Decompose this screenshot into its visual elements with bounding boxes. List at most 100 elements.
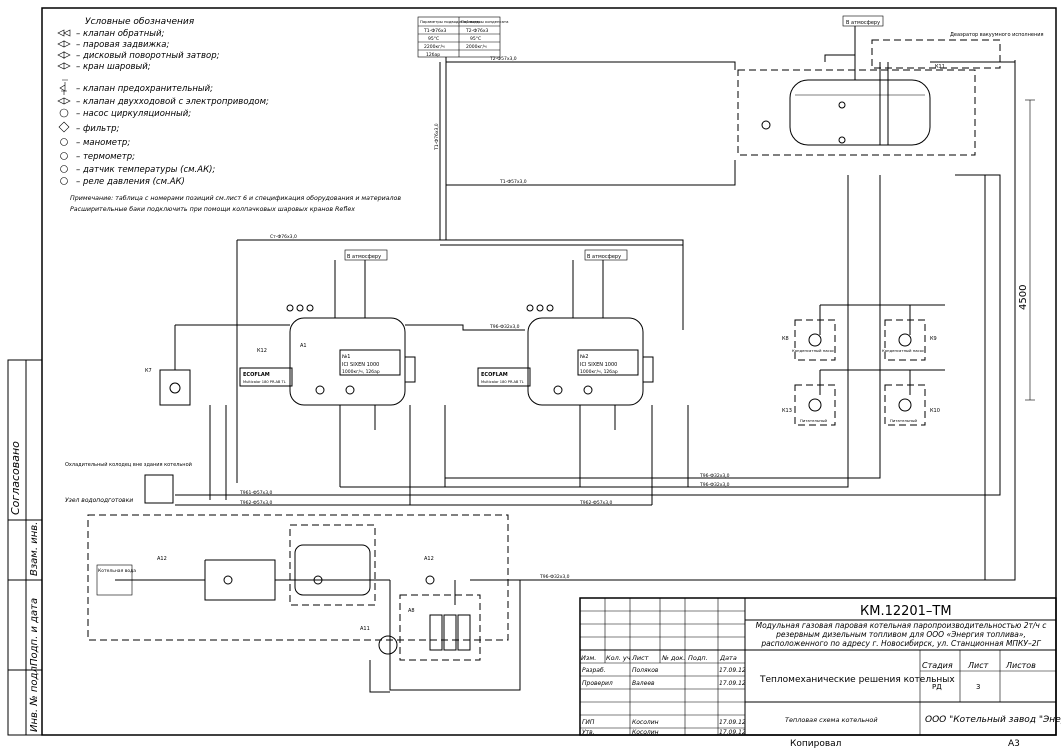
pump-label: Конденсатный насос xyxy=(882,348,924,353)
utv-role: Утв. xyxy=(582,729,595,736)
pipe-label: Т96-Ф32х3,0 xyxy=(539,574,570,580)
list-value: 3 xyxy=(976,683,980,691)
tag: К11 xyxy=(935,64,945,70)
pipe-label: Т2-Ф57х3,0 xyxy=(489,56,517,62)
razrab-role: Разраб. xyxy=(582,667,606,674)
param-cell: 95°С xyxy=(428,36,439,42)
pipe-label: Т1-Ф57х3,0 xyxy=(499,179,527,185)
pressure-relay-icon xyxy=(60,177,68,185)
prover-name: Валеев xyxy=(632,680,655,687)
tag: К13 xyxy=(782,408,792,414)
legend-item: – фильтр; xyxy=(76,124,120,134)
hdr-dok: № док. xyxy=(661,654,685,662)
boiler-num: №2 xyxy=(580,354,588,360)
atm-label: В атмосферу xyxy=(587,254,621,260)
hdr-izm: Изм. xyxy=(581,654,596,662)
hdr-kol: Кол. уч xyxy=(606,654,631,662)
boiler-model: ICI SIXEN 1000 xyxy=(580,362,617,368)
tag: А11 xyxy=(360,626,370,632)
hdr-data: Дата xyxy=(719,654,737,662)
pipe-label: Т1-Ф76х3,0 xyxy=(434,123,440,151)
dimension-label: 4500 xyxy=(1018,285,1029,310)
manometer-icon xyxy=(60,138,68,146)
side-stamp: Согласовано Взам. инв. Подп. и дата Инв.… xyxy=(7,359,43,736)
pipe-label: Т96-Ф32х3,0 xyxy=(699,482,730,488)
burner-brand: ECOFLAM xyxy=(243,372,270,378)
param-cell: Т1-Ф76х3 xyxy=(423,28,446,34)
treatment-label: Узел водоподготовки xyxy=(65,497,133,504)
burner-brand: ECOFLAM xyxy=(481,372,508,378)
legend-item: – реле давления (см.АК) xyxy=(76,177,185,187)
tag: К9 xyxy=(930,336,937,342)
tag: К8 xyxy=(782,336,789,342)
filter-icon xyxy=(58,121,70,133)
pipe-label: Ст-Ф76х3,0 xyxy=(270,234,297,240)
boiler-model: ICI SIXEN 1000 xyxy=(342,362,379,368)
stadiya-value: РД xyxy=(932,683,942,691)
check-valve-icon xyxy=(57,29,71,37)
listov-header: Листов xyxy=(1005,661,1036,670)
pipe-label: Т962-Ф57х3,0 xyxy=(239,500,273,506)
legend-title: Условные обозначения xyxy=(85,17,195,27)
hdr-list: Лист xyxy=(631,654,649,662)
tag: К10 xyxy=(930,408,940,414)
gip-name: Косолин xyxy=(632,719,659,726)
drawing-code: КМ.12201–ТМ xyxy=(860,604,952,619)
legend-note: Примечание: таблица с номерами позиций с… xyxy=(70,194,401,202)
boiler-spec: 1000кг/ч, 12бар xyxy=(580,369,618,375)
legend-item: – клапан двухходовой с электроприводом; xyxy=(76,97,269,107)
water-treatment: Узел водоподготовки Охладительный колоде… xyxy=(65,461,509,661)
atm-label: В атмосферу xyxy=(347,254,381,260)
ball-valve-icon xyxy=(57,62,71,70)
tag: К12 xyxy=(257,348,267,354)
utv-name: Косолин xyxy=(632,729,659,736)
motor-valve-icon xyxy=(57,90,71,105)
temp-sensor-icon xyxy=(60,165,68,173)
kopiroval-label: Копировал xyxy=(790,739,841,749)
company-name: ООО "Котельный завод "Энергия" xyxy=(925,715,1061,725)
kotelnaya-voda: Котельная вода xyxy=(98,568,136,574)
pipe-label: Т961-Ф57х3,0 xyxy=(239,490,273,496)
legend-item: – клапан предохранительный; xyxy=(76,84,213,94)
thermometer-icon xyxy=(60,152,68,160)
legend-item: – кран шаровый; xyxy=(76,62,151,72)
razrab-name: Поляков xyxy=(632,667,659,674)
param-cell: Т2-Ф76х3 xyxy=(465,28,488,34)
legend-item: – дисковый поворотный затвор; xyxy=(76,51,220,61)
section-title: Тепломеханические решения котельных xyxy=(759,675,955,685)
steam-gate-icon xyxy=(57,40,71,48)
legend: Условные обозначения – клапан обратный; … xyxy=(57,17,401,213)
dimension-4500: 4500 xyxy=(1018,99,1035,401)
pump-label: Питательный xyxy=(890,418,918,423)
param-cell: 95°С xyxy=(470,36,481,42)
legend-item: – клапан обратный; xyxy=(76,29,165,39)
prover-role: Проверил xyxy=(582,680,613,687)
title-block: КМ.12201–ТМ Модульная газовая паровая ко… xyxy=(579,597,1061,749)
pipe-label: Т962-Ф57х3,0 xyxy=(579,500,613,506)
tag: А12 xyxy=(424,556,434,562)
boiler-num: №1 xyxy=(342,354,350,360)
burner-model: Multicalor 180 PR.AB TL xyxy=(481,380,524,384)
param-col-header: Параметры подводимой воды xyxy=(420,19,480,24)
format-label: А3 xyxy=(1008,739,1020,749)
safety-valve-icon xyxy=(59,79,68,92)
boiler-2: №2 ICI SIXEN 1000 1000кг/ч, 12бар ECOFLA… xyxy=(477,249,654,406)
container-label: Охладительный колодец вне здания котельн… xyxy=(65,461,192,468)
utv-date: 17.09.12 xyxy=(719,729,746,736)
butterfly-valve-icon xyxy=(57,51,71,59)
stadiya-header: Стадия xyxy=(922,661,953,670)
boiler-1: №1 ICI SIXEN 1000 1000кг/ч, 12бар ECOFLA… xyxy=(239,249,416,406)
boiler-spec: 1000кг/ч, 12бар xyxy=(342,369,380,375)
param-col-header: Параметры конденсата xyxy=(461,19,508,24)
vzam-inv-label: Взам. инв. xyxy=(29,522,40,576)
legend-item: – насос циркуляционный; xyxy=(76,109,191,119)
legend-item: – термометр; xyxy=(76,152,135,162)
prover-date: 17.09.12 xyxy=(719,680,746,687)
expansion-tank: К7 xyxy=(145,368,191,406)
pipe-label: Т96-Ф32х3,0 xyxy=(489,324,520,330)
tag: А12 xyxy=(157,556,167,562)
gip-date: 17.09.12 xyxy=(719,719,746,726)
soglasovano-label: Согласовано xyxy=(9,441,22,515)
legend-item: – паровая задвижка; xyxy=(76,40,169,50)
